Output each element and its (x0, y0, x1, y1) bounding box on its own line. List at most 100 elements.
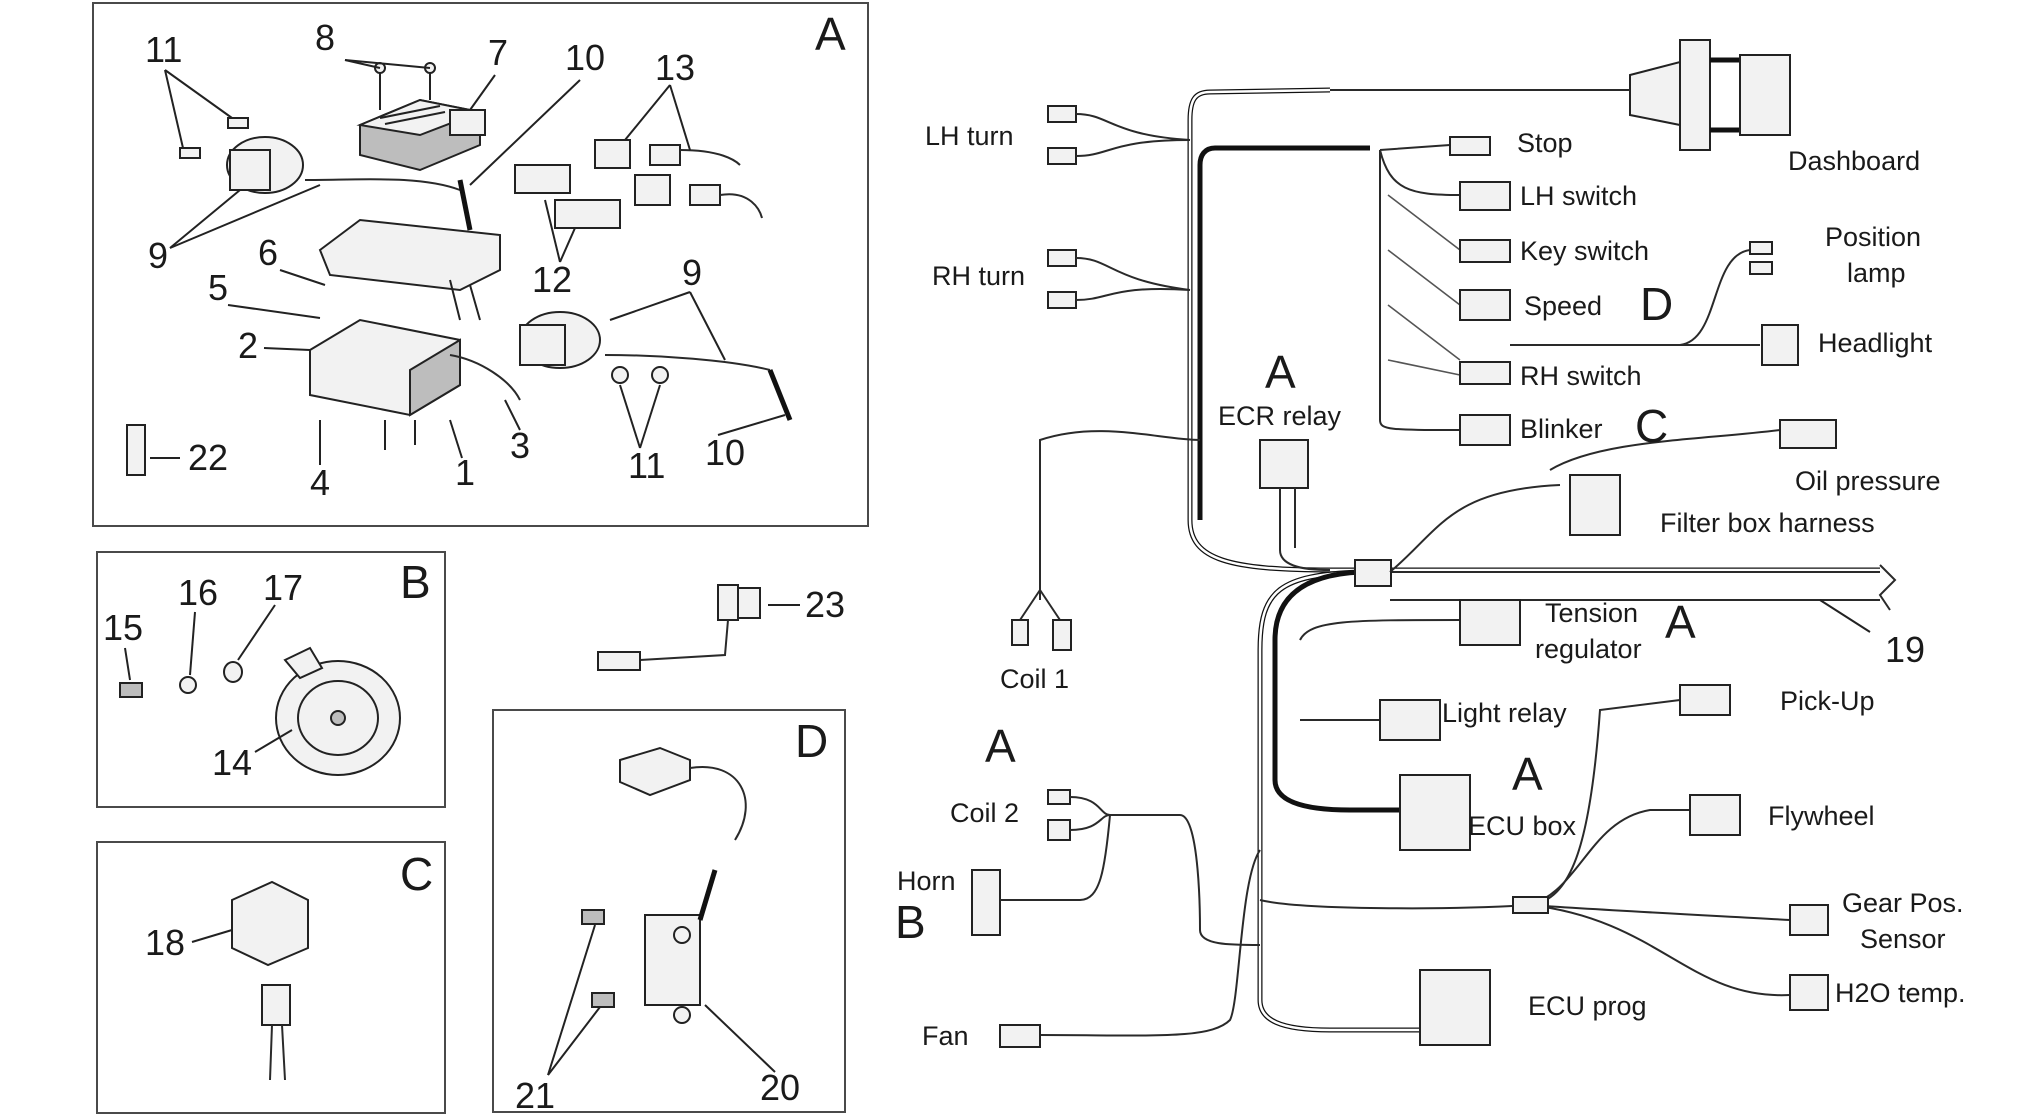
callout-10-bottom: 10 (705, 432, 745, 473)
letter-d: D (1640, 278, 1673, 330)
label-tension-2: regulator (1535, 634, 1642, 664)
label-ecu-box: ECU box (1468, 811, 1577, 841)
callout-15: 15 (103, 607, 143, 648)
callout-18: 18 (145, 922, 185, 963)
callout-21: 21 (515, 1075, 555, 1116)
callout-13: 13 (655, 47, 695, 88)
callout-9: 9 (148, 235, 168, 276)
label-stop: Stop (1517, 128, 1573, 158)
washer-17-part (223, 661, 243, 683)
callout-5: 5 (208, 267, 228, 308)
label-coil-1: Coil 1 (1000, 664, 1069, 694)
letter-a-ecr: A (1265, 346, 1296, 398)
callout-12: 12 (532, 259, 572, 300)
fuse-22-part (126, 424, 146, 476)
label-lh-turn: LH turn (925, 121, 1014, 151)
panel-b-letter: B (400, 556, 431, 608)
callout-2: 2 (238, 325, 258, 366)
callout-20: 20 (760, 1067, 800, 1108)
label-ecu-prog: ECU prog (1528, 991, 1647, 1021)
part-23-body (717, 584, 739, 621)
label-gear-pos-1: Gear Pos. (1842, 888, 1964, 918)
callout-16: 16 (178, 572, 218, 613)
ignition-coil-left-part (226, 136, 473, 231)
connector-set-12-13 (514, 139, 763, 229)
ecu-module-part (356, 62, 486, 172)
label-dashboard: Dashboard (1788, 146, 1920, 176)
panel-b-frame (96, 551, 446, 808)
dashboard-connector (1330, 39, 1791, 151)
ignition-coil-right-part (519, 311, 793, 421)
callout-8: 8 (315, 17, 335, 58)
panel-a-callouts: 11 8 7 10 13 9 6 5 12 9 2 3 22 4 1 11 10 (145, 17, 745, 503)
harness-labels: LH turn RH turn Stop Dashboard LH switch… (895, 121, 1966, 1051)
label-tension-1: Tension (1545, 598, 1638, 628)
callout-9-right: 9 (682, 252, 702, 293)
label-fan: Fan (922, 1021, 969, 1051)
label-blinker: Blinker (1520, 414, 1603, 444)
letter-a-ecu: A (1512, 748, 1543, 800)
position-headlight-plugs (1510, 241, 1799, 366)
callout-1: 1 (455, 452, 475, 493)
label-rh-turn: RH turn (932, 261, 1025, 291)
label-light-relay: Light relay (1442, 698, 1567, 728)
coil2-horn-fan (971, 789, 1261, 1048)
callout-10: 10 (565, 37, 605, 78)
label-lh-switch: LH switch (1520, 181, 1637, 211)
callout-17: 17 (263, 567, 303, 608)
ecr-relay-connector (1259, 439, 1331, 571)
panel-a-leaders (150, 59, 786, 465)
label-ecr-relay: ECR relay (1218, 401, 1342, 431)
panel-d: D 20 21 (492, 709, 846, 1116)
regulator-ecu-connectors (1299, 599, 1521, 851)
horn-part (275, 646, 401, 776)
label-rh-switch: RH switch (1520, 361, 1642, 391)
label-speed: Speed (1524, 291, 1602, 321)
letter-b: B (895, 896, 926, 948)
callout-11-bottom: 11 (628, 445, 665, 486)
callout-11: 11 (145, 29, 182, 70)
label-coil-2: Coil 2 (950, 798, 1019, 828)
mounting-bracket-part (318, 218, 501, 321)
callout-3: 3 (510, 425, 530, 466)
label-key-switch: Key switch (1520, 236, 1649, 266)
callout-22: 22 (188, 437, 228, 478)
coil-1-plugs (1011, 430, 1201, 651)
label-oil-pressure: Oil pressure (1795, 466, 1941, 496)
callout-4: 4 (310, 462, 330, 503)
screw-21-a (581, 909, 605, 925)
label-gear-pos-2: Sensor (1860, 924, 1946, 954)
washer-16-part (179, 676, 197, 694)
panel-a-letter: A (815, 8, 846, 60)
screw-11-top (179, 117, 249, 159)
label-headlight: Headlight (1818, 328, 1933, 358)
callout-6: 6 (258, 232, 278, 273)
label-filter-box: Filter box harness (1660, 508, 1875, 538)
part-23-group: 23 (597, 584, 845, 671)
label-position-1: Position (1825, 222, 1921, 252)
ecu-prog-connector (1419, 969, 1491, 1046)
panel-c-letter: C (400, 848, 433, 900)
callout-14: 14 (212, 742, 252, 783)
lh-turn-plugs (1047, 105, 1191, 165)
main-harness: 19 (895, 39, 1966, 1051)
rh-turn-plugs (1047, 249, 1191, 309)
pickup-sensor-part (619, 746, 747, 1024)
label-flywheel: Flywheel (1768, 801, 1875, 831)
letter-c: C (1635, 400, 1668, 452)
screw-15-part (119, 682, 143, 698)
panel-d-letter: D (795, 715, 828, 767)
letter-a-coil2: A (985, 720, 1016, 772)
label-h2o-temp: H2O temp. (1835, 978, 1966, 1008)
label-position-2: lamp (1847, 258, 1906, 288)
label-horn: Horn (897, 866, 956, 896)
control-unit-1-part (309, 318, 461, 450)
label-pick-up: Pick-Up (1780, 686, 1875, 716)
callout-23: 23 (805, 584, 845, 625)
wire-3 (449, 354, 521, 401)
letter-a-tension: A (1665, 596, 1696, 648)
panel-b: B 15 16 17 14 (96, 551, 446, 808)
callout-19: 19 (1885, 629, 1925, 670)
callout-7: 7 (488, 32, 508, 73)
